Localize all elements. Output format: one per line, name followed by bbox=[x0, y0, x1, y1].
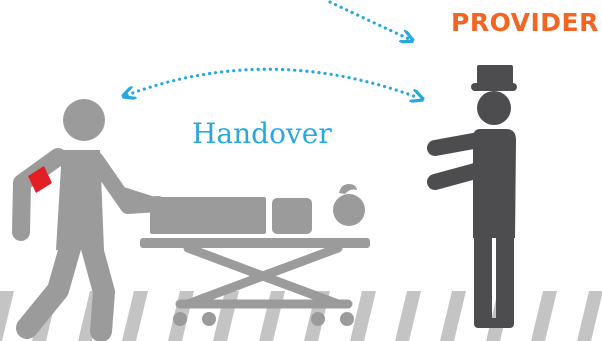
provider-person-icon bbox=[427, 65, 517, 328]
handover-label: Handover bbox=[192, 117, 332, 150]
provider-label: PROVIDER bbox=[451, 8, 599, 37]
paramedic-pushing-stretcher-icon bbox=[12, 99, 166, 341]
top-dotted-arrow-icon bbox=[328, 0, 409, 39]
patient-on-stretcher-icon bbox=[150, 184, 365, 234]
armband-icon bbox=[28, 166, 52, 193]
handover-double-arrow-icon bbox=[127, 67, 419, 98]
